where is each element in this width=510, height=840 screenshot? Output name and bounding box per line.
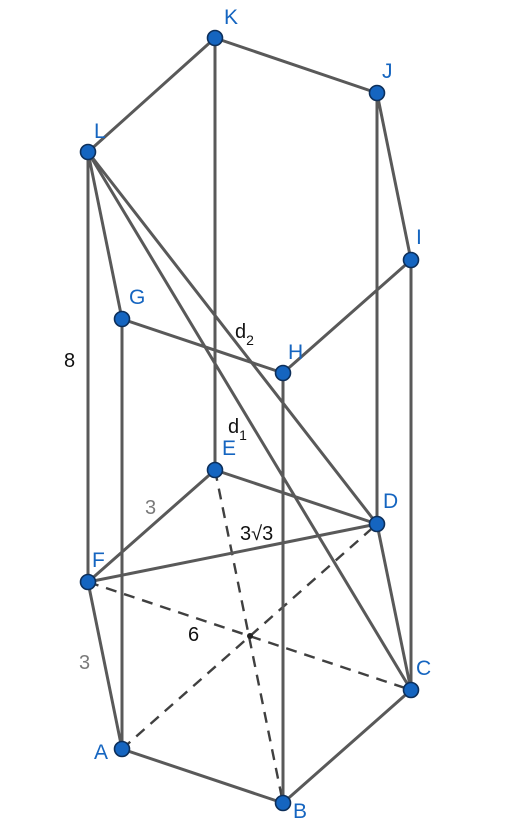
vertex-label-E: E bbox=[222, 437, 236, 460]
edge-JI bbox=[375, 91, 413, 262]
vertex-label-B: B bbox=[293, 800, 307, 823]
edge-DC bbox=[375, 522, 413, 692]
edge-IH bbox=[281, 258, 413, 375]
vertex-point-G bbox=[113, 310, 131, 328]
vertex-point-F bbox=[79, 573, 97, 591]
vertex-label-A: A bbox=[94, 741, 108, 764]
edge-HG bbox=[120, 317, 285, 375]
vertex-labels: K J L I G H E D F C A B bbox=[92, 6, 431, 823]
vertex-point-C bbox=[402, 681, 420, 699]
edge-LK bbox=[86, 36, 217, 154]
d1-label-sub: 1 bbox=[239, 427, 247, 443]
vertex-label-H: H bbox=[288, 341, 303, 364]
height-label: 8 bbox=[64, 350, 75, 372]
vertex-point-A bbox=[113, 740, 131, 758]
base-center-point bbox=[247, 633, 253, 639]
edge-FE bbox=[86, 468, 217, 584]
vertex-point-I bbox=[402, 251, 420, 269]
measure-labels: 8 3 3 3√3 6 d1 d2 bbox=[64, 321, 273, 674]
vertex-label-J: J bbox=[382, 60, 393, 83]
vertex-point-L bbox=[79, 143, 97, 161]
vertex-point-B bbox=[274, 794, 292, 812]
vertex-point-H bbox=[274, 364, 292, 382]
d2-label-sub: 2 bbox=[246, 332, 254, 348]
edge-CB bbox=[281, 688, 413, 805]
edge-KJ bbox=[213, 36, 379, 95]
d2-label: d2 bbox=[235, 321, 254, 348]
vertex-label-I: I bbox=[416, 226, 422, 249]
vertex-label-L: L bbox=[94, 120, 106, 143]
d1-label-base: d bbox=[228, 416, 239, 438]
space-diagonal-LC bbox=[86, 150, 413, 692]
d1-label: d1 bbox=[228, 416, 247, 443]
vertex-label-K: K bbox=[224, 6, 238, 29]
side-label-AF: 3 bbox=[79, 652, 90, 674]
edge-AF bbox=[86, 580, 124, 751]
vertex-point-K bbox=[206, 29, 224, 47]
short-diagonal-label: 3√3 bbox=[240, 523, 273, 545]
vertex-label-C: C bbox=[416, 657, 431, 680]
edge-BA bbox=[120, 747, 285, 805]
vertex-point-J bbox=[368, 84, 386, 102]
vertex-points bbox=[79, 29, 420, 812]
edge-GL bbox=[86, 150, 124, 321]
edge-FD bbox=[86, 522, 379, 584]
d2-label-base: d bbox=[235, 321, 246, 343]
vertex-point-D bbox=[368, 515, 386, 533]
prism-edges bbox=[86, 36, 413, 805]
space-diagonal-LD bbox=[86, 150, 379, 526]
long-diagonal-label: 6 bbox=[188, 624, 199, 646]
vertex-point-E bbox=[206, 461, 224, 479]
vertex-label-G: G bbox=[129, 286, 145, 309]
side-label-FE: 3 bbox=[145, 497, 156, 519]
vertex-label-F: F bbox=[92, 549, 105, 572]
vertex-label-D: D bbox=[383, 490, 398, 513]
